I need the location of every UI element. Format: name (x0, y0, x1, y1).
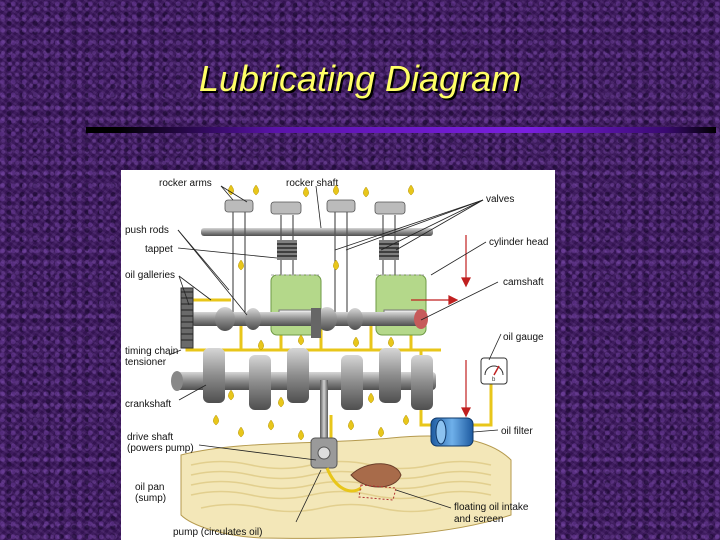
leader-lines (168, 185, 502, 523)
rocker-shaft (201, 228, 433, 236)
label-crankshaft: crankshaft (125, 399, 171, 410)
label-camshaft: camshaft (503, 277, 544, 288)
label-pump: pump (circulates oil) (173, 527, 262, 538)
diagram-panel: b (121, 170, 555, 540)
label-cylinder-head: cylinder head (489, 237, 548, 248)
label-rocker-shaft: rocker shaft (286, 178, 338, 189)
label-floating-oil-intake: floating oil intake (454, 502, 529, 513)
label-screen: and screen (454, 514, 503, 525)
label-oil-filter: oil filter (501, 426, 533, 437)
label-drive-shaft: drive shaft (127, 432, 173, 443)
oil-filter-icon (430, 417, 474, 447)
label-tensioner: tensioner (125, 357, 167, 368)
label-drive-shaft-purpose: (powers pump) (127, 443, 194, 454)
title-divider (86, 125, 716, 135)
label-oil-gauge: oil gauge (503, 332, 544, 343)
timing-chain (180, 287, 321, 349)
svg-text:b: b (492, 377, 496, 383)
label-timing-chain: timing chain (125, 346, 178, 357)
flow-arrows (411, 235, 471, 418)
slide-title: Lubricating Diagram (198, 58, 522, 99)
label-tappet: tappet (145, 244, 173, 255)
label-valves: valves (486, 194, 514, 205)
camshaft (191, 307, 428, 331)
label-oil-galleries: oil galleries (125, 270, 175, 281)
crankshaft (171, 348, 436, 410)
title-divider-bar (86, 127, 716, 133)
oil-gauge-icon: b (480, 357, 508, 385)
engine-lubrication-cutaway: b (125, 178, 548, 539)
label-push-rods: push rods (125, 225, 169, 236)
floating-oil-intake (350, 463, 402, 501)
label-rocker-arms: rocker arms (159, 178, 212, 189)
label-oil-pan: oil pan (135, 482, 164, 493)
label-sump: (sump) (135, 493, 166, 504)
pump-assembly (310, 380, 362, 493)
oil-pan (180, 435, 512, 539)
